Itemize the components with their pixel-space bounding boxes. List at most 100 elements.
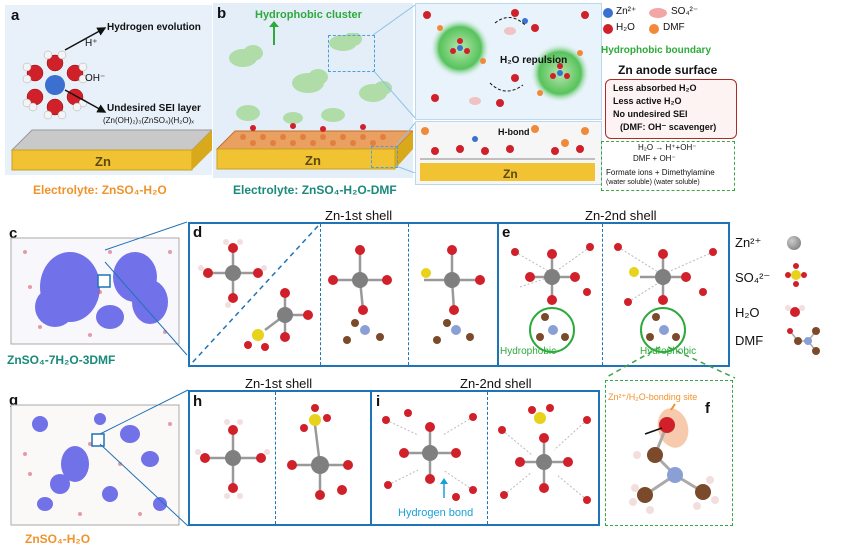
panel-g-caption: ZnSO₄-H₂O: [25, 532, 91, 546]
panel-c-label: c: [9, 225, 18, 242]
panel-de-box: [188, 222, 730, 367]
shell-1-title-top: Zn-1st shell: [325, 208, 393, 223]
panel-hi-divider: [370, 390, 372, 526]
electrolyte-b-label: Electrolyte: ZnSO₄-H₂O-DMF: [233, 183, 397, 197]
panel-hi-box: [188, 390, 600, 526]
selection-box-cluster: [328, 35, 375, 72]
right-legend-dmf-icon: [787, 327, 820, 355]
hydrogen-bond-label: Hydrogen bond: [398, 507, 474, 519]
panel-c: c ZnSO₄-7H₂O-3DMF: [5, 225, 185, 370]
reaction-box: [601, 141, 735, 191]
hydrophobic-label-1: Hydrophobic: [500, 346, 557, 357]
hydrophobic-cluster-arrow: [269, 21, 279, 45]
panel-c-caption: ZnSO₄-7H₂O-3DMF: [7, 353, 116, 367]
anode-point-2: Less active H₂O: [613, 96, 682, 106]
zoom-lines-c: [104, 221, 188, 356]
right-legend-so4-label: SO₄²⁻: [735, 270, 771, 285]
right-legend-zn-label: Zn²⁺: [735, 235, 762, 250]
right-legend: Zn²⁺ SO₄²⁻ H₂O DMF: [735, 235, 835, 365]
zn-electrode-b-label: Zn: [305, 153, 321, 168]
zn-cluster-d4: [421, 245, 485, 344]
dmf-bonding-site: [629, 403, 719, 514]
anode-point-1: Less absorbed H₂O: [613, 83, 697, 93]
sei-formula-label: (Zn(OH)₂)₃(ZnSO₄)(H₂O)ₓ: [103, 116, 194, 125]
zn-cluster-d3: [328, 245, 392, 344]
hydrogen-evolution-label: Hydrogen evolution: [107, 22, 201, 33]
legend-zn-icon: [603, 8, 613, 18]
panel-h-label: h: [193, 393, 203, 410]
selection-box-surface: [371, 146, 398, 168]
zoom-lines-g: [99, 389, 189, 527]
right-legend-dmf-label: DMF: [735, 333, 764, 348]
legend-so4-icon: [649, 8, 667, 18]
hydrogen-bond-pointer: [440, 478, 448, 498]
zn-cluster-i1: [382, 409, 477, 501]
zn-zoom-label: Zn: [503, 167, 518, 181]
panel-d-diagonal: [191, 225, 319, 364]
undesired-sei-label: Undesired SEI layer: [107, 103, 201, 114]
right-legend-h2o-icon: [785, 305, 805, 317]
zn-cluster-i2: [498, 404, 591, 504]
panel-e-label: e: [502, 224, 511, 241]
shell-2-title-top: Zn-2nd shell: [585, 208, 657, 223]
panel-e-dash: [602, 224, 603, 365]
panel-d-dash-1: [320, 224, 321, 365]
panel-d-dash-2: [408, 224, 409, 365]
legend-zn-label: Zn²⁺: [616, 6, 637, 17]
shell-1-title-bottom: Zn-1st shell: [245, 376, 313, 391]
hydrophobic-label-2: Hydrophobic: [640, 346, 697, 357]
zn-cluster-h2: [287, 404, 353, 500]
h-plus-label: H⁺: [85, 38, 98, 49]
panel-f-box: [605, 380, 733, 526]
zn-electrode-b: [215, 123, 413, 170]
panel-i-dash: [487, 392, 488, 524]
legend-h2o-icon: [603, 24, 613, 34]
h2o-repulsion-label: H₂O repulsion: [500, 55, 568, 66]
zn-electrode-a: [10, 129, 212, 171]
panel-h-dash: [275, 392, 276, 524]
panel-a: a H⁺ OH⁻ Hydrogen evolution Undesired SE: [5, 5, 212, 197]
electrolyte-a-label: Electrolyte: ZnSO₄-H₂O: [33, 183, 167, 197]
reaction-line-4: (water soluble) (water soluble): [606, 179, 700, 186]
panel-a-label: a: [11, 7, 20, 24]
panel-b: b Hydrophobic cluster Zn Electrolyte: Zn…: [213, 3, 838, 198]
panel-a-arrows: [64, 27, 107, 113]
solvation-clusters: [423, 9, 590, 107]
md-snapshot-g: [10, 404, 180, 526]
right-legend-zn-icon: [787, 236, 801, 250]
panel-i-label: i: [376, 393, 381, 410]
panel-g-label: g: [9, 392, 19, 409]
panel-b-legend: Zn²⁺ SO₄²⁻ H₂O DMF: [601, 3, 706, 43]
anode-point-4: (DMF: OH⁻ scavenger): [620, 122, 717, 132]
legend-h2o-label: H₂O: [616, 22, 635, 33]
panel-f-label: f: [705, 400, 710, 417]
reaction-line-1: H₂O → H⁺+OH⁻: [638, 143, 697, 152]
anode-point-3: No undesired SEI: [613, 109, 688, 119]
panel-g: g ZnSO₄-H₂O: [5, 392, 185, 550]
reaction-line-2: DMF + OH⁻: [633, 154, 676, 163]
reaction-line-3: Formate ions + Dimethylamine: [606, 168, 715, 177]
bonding-site-label: Zn²⁺/H₂O-bonding site: [608, 392, 698, 402]
legend-so4-label: SO₄²⁻: [671, 6, 699, 17]
surface-interface: [420, 125, 595, 181]
oh-minus-label: OH⁻: [85, 73, 106, 84]
legend-dmf-icon: [649, 24, 659, 34]
zn-cluster-d2: [244, 288, 313, 351]
zn-cluster-e1: [511, 243, 594, 353]
hydrophobic-boundary-label: Hydrophobic boundary: [601, 45, 711, 56]
right-legend-so4-icon: [785, 263, 807, 287]
zn-cluster-h1: [195, 419, 270, 499]
panel-d-label: d: [193, 224, 203, 241]
h-bond-label: H-bond: [498, 127, 530, 137]
anode-surface-title: Zn anode surface: [618, 63, 718, 77]
hydrophobic-clouds: [229, 33, 392, 124]
panel-de-divider: [497, 222, 499, 367]
zoom-lines-b: [373, 4, 416, 173]
connector-e-to-f: [604, 346, 736, 379]
legend-dmf-label: DMF: [663, 22, 685, 33]
panel-b-label: b: [217, 5, 227, 22]
right-legend-h2o-label: H₂O: [735, 305, 760, 320]
shell-2-title-bottom: Zn-2nd shell: [460, 376, 532, 391]
zn-cluster-e2: [614, 243, 717, 353]
anode-surface-box: [605, 79, 737, 139]
